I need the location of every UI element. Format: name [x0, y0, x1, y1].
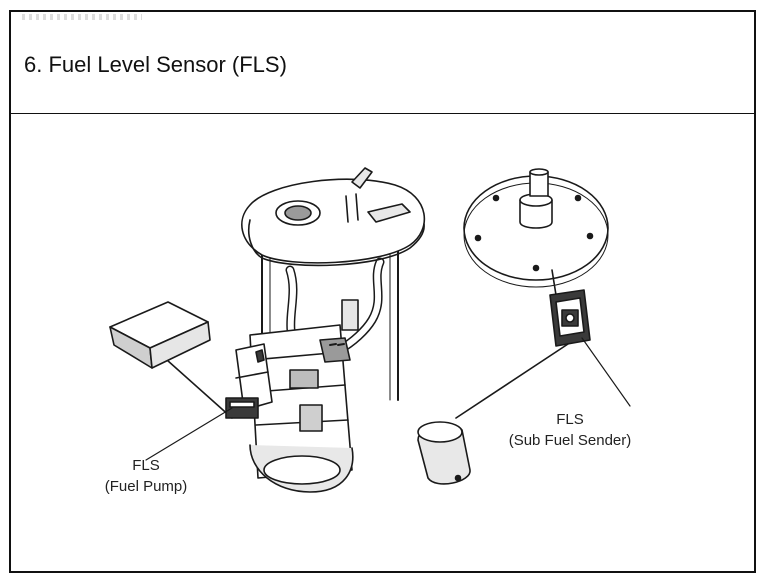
flange-outlet-pipe [351, 167, 373, 189]
fls-sub-sender-sensor [549, 289, 591, 347]
fls-fuel-pump-label-line1: FLS [132, 457, 160, 474]
sub-sender-center-fitting [519, 199, 553, 229]
pump-flange [241, 167, 426, 267]
sub-fuel-sender-assembly [417, 168, 631, 485]
fuel-pump-float [109, 301, 211, 369]
fls-sub-sender-label: FLS (Sub Fuel Sender) [470, 409, 670, 451]
scan-artifact [22, 14, 142, 20]
fls-sub-sender-leader [581, 337, 631, 407]
sub-sender-float [417, 421, 471, 485]
fuel-pump-float-arm [157, 351, 233, 419]
fls-fuel-pump-label: FLS (Fuel Pump) [76, 455, 216, 497]
fls-fuel-pump-label-line2: (Fuel Pump) [104, 478, 188, 495]
fls-fuel-pump-leader [145, 407, 233, 461]
section-header: 6. Fuel Level Sensor (FLS) [11, 12, 754, 114]
diagram-frame: 6. Fuel Level Sensor (FLS) [9, 10, 756, 573]
sub-sender-float-arm [455, 343, 569, 419]
section-title: 6. Fuel Level Sensor (FLS) [24, 52, 287, 77]
fls-sub-sender-label-line1: FLS [556, 411, 584, 428]
pump-body [249, 299, 359, 493]
fuel-pump-assembly [109, 167, 426, 493]
fls-fuel-pump-sensor [225, 343, 273, 419]
fls-sub-sender-label-line2: (Sub Fuel Sender) [508, 432, 632, 449]
